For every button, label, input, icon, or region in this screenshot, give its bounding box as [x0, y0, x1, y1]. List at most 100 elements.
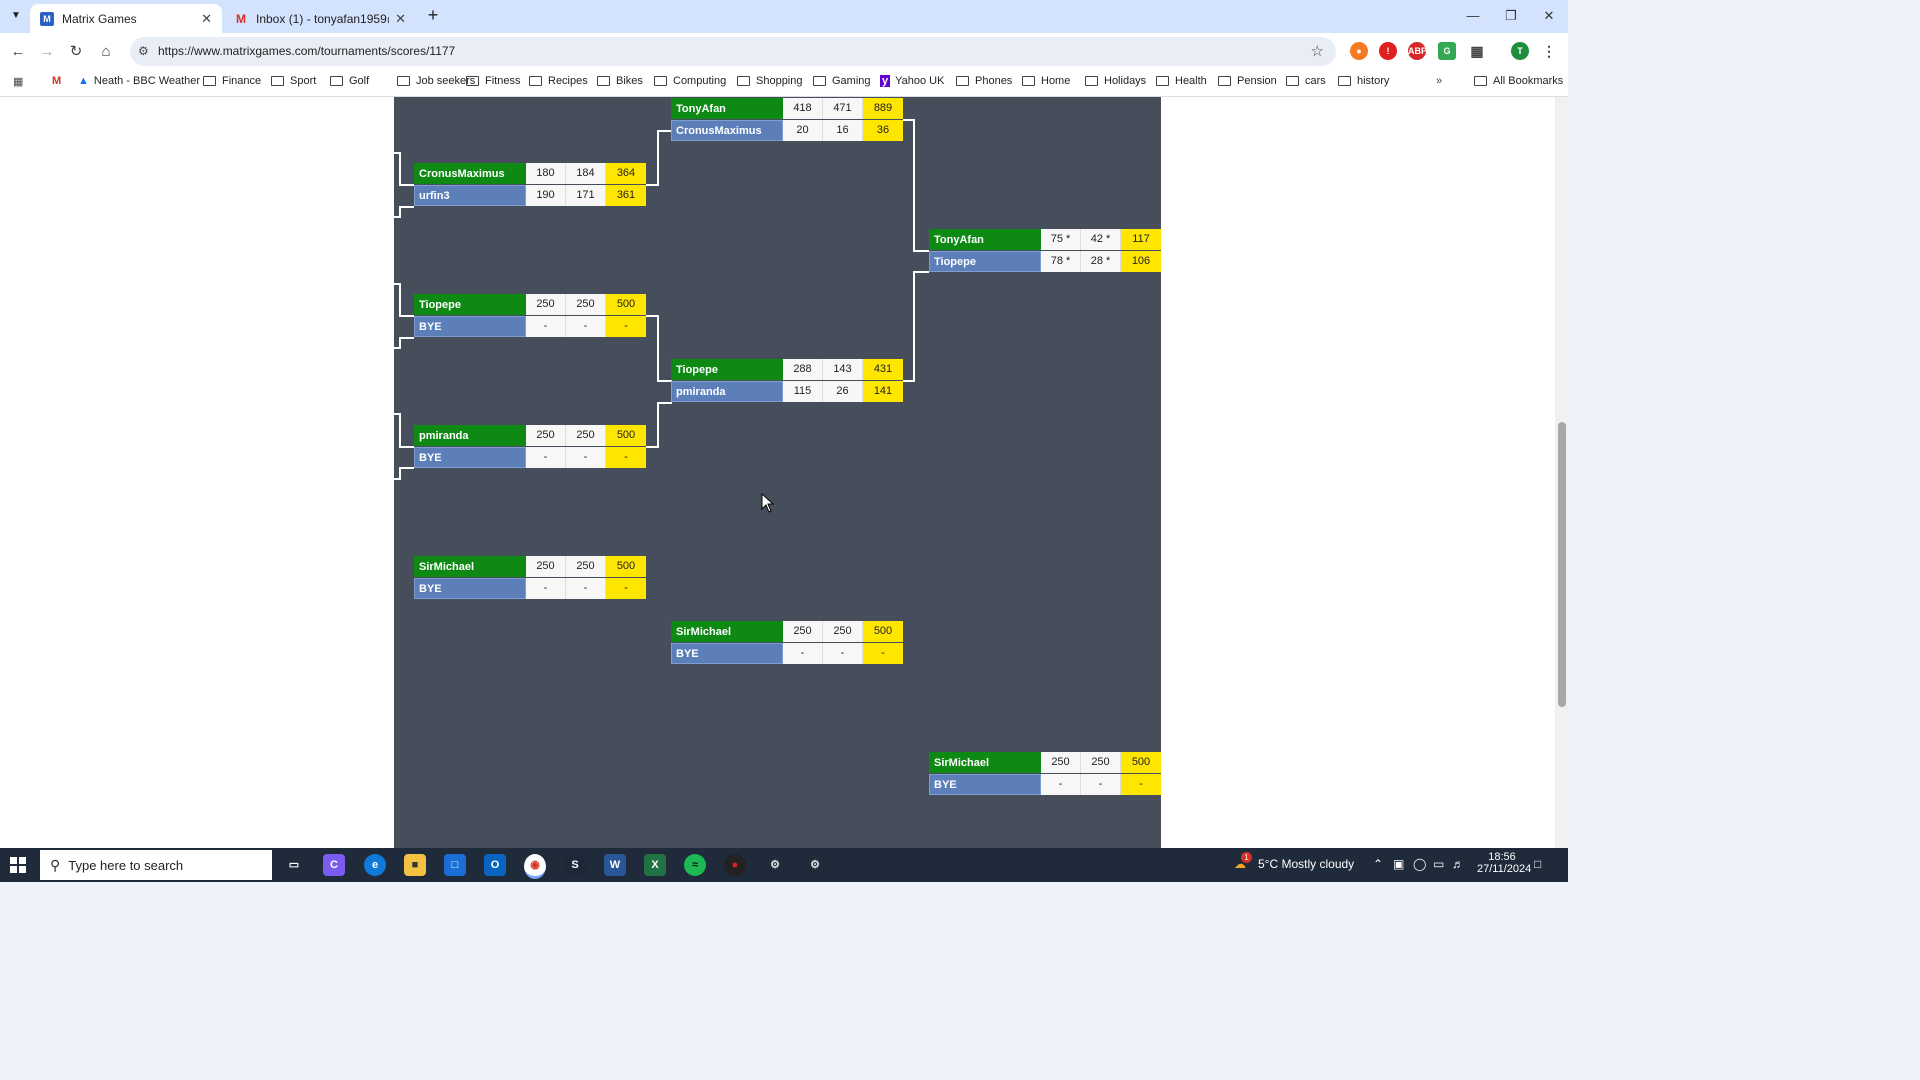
bookmark-item[interactable]: Health [1156, 75, 1207, 87]
outlook-icon[interactable]: O [484, 854, 506, 876]
word-icon[interactable]: W [604, 854, 626, 876]
score-total: 361 [606, 185, 646, 206]
task-view-icon[interactable]: ▭ [288, 859, 300, 871]
bookmark-item[interactable]: Fitness [466, 75, 520, 87]
restore-icon[interactable]: ❐ [1505, 8, 1517, 23]
url-text[interactable]: https://www.matrixgames.com/tournaments/… [158, 44, 456, 58]
player-name[interactable]: urfin3 [414, 185, 526, 206]
close-window-icon[interactable]: ✕ [1543, 8, 1555, 23]
forward-icon[interactable]: → [39, 43, 55, 60]
bookmark-item[interactable]: Shopping [737, 75, 803, 87]
bookmark-item[interactable]: Job seekers [397, 75, 475, 87]
clock[interactable]: 18:56 27/11/2024 [1477, 851, 1531, 875]
bookmark-item[interactable]: Recipes [529, 75, 588, 87]
file-explorer-icon[interactable]: ■ [404, 854, 426, 876]
home-icon[interactable]: ⌂ [101, 43, 111, 60]
bookmark-item[interactable]: cars [1286, 75, 1326, 87]
edge-icon[interactable]: e [364, 854, 386, 876]
player-name[interactable]: BYE [414, 316, 526, 337]
spotify-icon[interactable]: ≈ [684, 854, 706, 876]
meet-now-icon[interactable]: ▣ [1393, 857, 1405, 871]
bookmark-item[interactable]: Sport [271, 75, 316, 87]
notifications-icon[interactable]: □ [1534, 857, 1542, 871]
show-hidden-icons-icon[interactable]: ⌃ [1373, 857, 1384, 871]
player-name[interactable]: TonyAfan [929, 229, 1041, 250]
bookmark-item[interactable]: history [1338, 75, 1389, 87]
bookmark-star-icon[interactable]: ☆ [1310, 43, 1324, 60]
record-icon[interactable]: ● [724, 854, 746, 876]
tab-search-dropdown-icon[interactable]: ▼ [11, 10, 21, 21]
bookmark-item[interactable]: Pension [1218, 75, 1277, 87]
address-bar[interactable]: ⚙ https://www.matrixgames.com/tournament… [130, 37, 1336, 66]
player-name[interactable]: SirMichael [671, 621, 783, 642]
bookmark-item[interactable]: Gaming [813, 75, 871, 87]
player-name[interactable]: TonyAfan [671, 98, 783, 119]
store-icon[interactable]: □ [444, 854, 466, 876]
menu-kebab-icon[interactable]: ⋮ [1542, 43, 1556, 59]
bookmark-item[interactable]: Finance [203, 75, 261, 87]
bookmark-item[interactable]: Phones [956, 75, 1012, 87]
close-tab-icon[interactable]: ✕ [395, 10, 406, 26]
bookmark-item[interactable]: Home [1022, 75, 1070, 87]
player-name[interactable]: BYE [414, 447, 526, 468]
close-tab-icon[interactable]: ✕ [201, 10, 212, 26]
player-name[interactable]: Tiopepe [414, 294, 526, 315]
tab-matrix-games[interactable]: M Matrix Games ✕ [30, 4, 222, 33]
extensions-puzzle-icon[interactable]: ▦ [1470, 43, 1484, 59]
score-total: 117 [1121, 229, 1161, 250]
back-icon[interactable]: ← [10, 43, 26, 60]
weather-text[interactable]: 5°C Mostly cloudy [1258, 857, 1355, 871]
tab-gmail-inbox[interactable]: M Inbox (1) - tonyafan1959@gma ✕ [224, 4, 416, 33]
network-globe-icon[interactable]: ◯ [1413, 857, 1427, 871]
reload-icon[interactable]: ↻ [69, 43, 83, 60]
player-name[interactable]: CronusMaximus [414, 163, 526, 184]
player-name[interactable]: pmiranda [671, 381, 783, 402]
bookmark-item[interactable]: Golf [330, 75, 369, 87]
chrome-icon[interactable]: ◉ [524, 854, 546, 879]
bookmark-item[interactable]: Computing [654, 75, 726, 87]
settings-gear-icon[interactable]: ⚙ [770, 859, 780, 871]
extension-red-icon[interactable]: ! [1379, 42, 1397, 60]
profile-avatar[interactable]: T [1511, 42, 1529, 60]
display-icon[interactable]: ▭ [1433, 857, 1445, 871]
minimize-icon[interactable]: — [1466, 8, 1480, 23]
scrollbar-thumb[interactable] [1558, 422, 1566, 707]
player-name[interactable]: Tiopepe [671, 359, 783, 380]
player-name[interactable]: SirMichael [414, 556, 526, 577]
all-bookmarks-button[interactable]: All Bookmarks [1474, 75, 1563, 87]
adblock-plus-icon[interactable]: ABP [1408, 42, 1427, 60]
gmail-bookmark-icon[interactable]: M [52, 75, 62, 87]
apps-grid-icon[interactable]: ▦ [13, 76, 24, 88]
player-name[interactable]: BYE [671, 643, 783, 664]
volume-icon[interactable]: ♬ [1452, 857, 1464, 871]
score-game-2: 143 [823, 359, 863, 380]
bookmark-item[interactable]: ▲Neath - BBC Weather [78, 75, 200, 87]
bookmark-item[interactable]: Holidays [1085, 75, 1146, 87]
extension-rss-icon[interactable]: ● [1350, 42, 1368, 60]
bookmark-item[interactable]: Bikes [597, 75, 643, 87]
new-tab-button[interactable]: + [427, 5, 439, 25]
site-info-icon[interactable]: ⚙ [138, 44, 149, 58]
folder-icon [597, 76, 610, 86]
player-name[interactable]: CronusMaximus [671, 120, 783, 141]
taskbar-search-box[interactable]: ⚲ Type here to search [40, 850, 272, 880]
player-name[interactable]: BYE [929, 774, 1041, 795]
windows-start-icon[interactable] [10, 857, 26, 873]
copilot-icon[interactable]: C [323, 854, 345, 876]
player-name[interactable]: pmiranda [414, 425, 526, 446]
bookmark-label: Home [1041, 75, 1071, 87]
page-scrollbar[interactable] [1555, 97, 1568, 848]
player-name[interactable]: Tiopepe [929, 251, 1041, 272]
extension-google-icon[interactable]: G [1438, 42, 1456, 60]
excel-icon[interactable]: X [644, 854, 666, 876]
score-total: 500 [863, 621, 903, 642]
player-name[interactable]: SirMichael [929, 752, 1041, 773]
more-bookmarks-icon[interactable]: » [1436, 75, 1443, 87]
steam-icon[interactable]: S [564, 854, 586, 876]
player-name[interactable]: BYE [414, 578, 526, 599]
settings-gear-icon[interactable]: ⚙ [810, 859, 820, 871]
